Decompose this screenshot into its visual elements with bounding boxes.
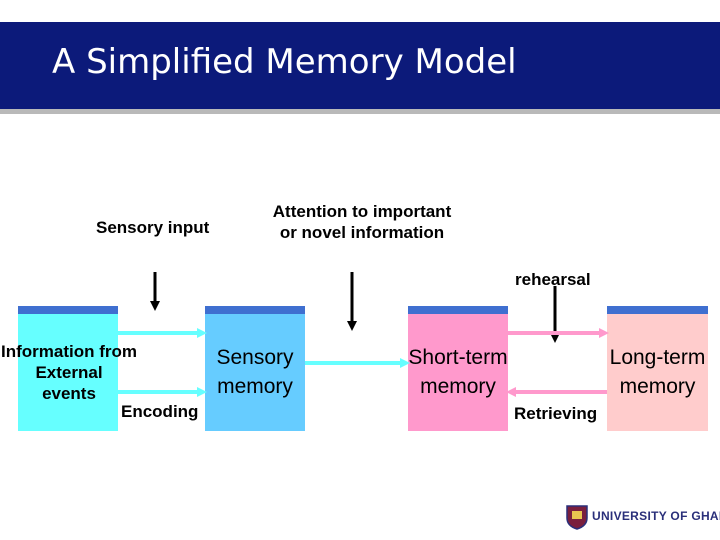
encoding-label: Encoding — [121, 402, 199, 421]
sensory-memory-box — [205, 306, 305, 431]
university-logo: UNIVERSITY OF GHANA — [562, 503, 720, 531]
rehearsal-label: rehearsal — [515, 270, 591, 289]
attention-label: Attention to important or novel informat… — [262, 201, 462, 243]
sensory-line1: Sensory — [216, 346, 294, 369]
external-line3: events — [42, 384, 96, 403]
external-events-box — [18, 306, 118, 431]
university-crest-icon — [566, 505, 588, 530]
external-box-topbar — [18, 306, 118, 314]
title-banner: A Simplified Memory Model — [0, 22, 720, 114]
page-title: A Simplified Memory Model — [52, 42, 517, 82]
external-events-text: Information from External events — [0, 341, 144, 404]
university-name: UNIVERSITY OF GHANA — [592, 509, 720, 523]
attention-label-line2: or novel information — [279, 223, 445, 242]
sensory-input-label: Sensory input — [96, 218, 210, 237]
short-term-memory-box — [408, 306, 508, 431]
retrieving-label: Retrieving — [514, 404, 598, 423]
sensory-box-topbar — [205, 306, 305, 314]
sensory-memory-text: Sensory memory — [205, 343, 305, 401]
long-term-box-topbar — [607, 306, 708, 314]
long-term-line1: Long-term — [609, 346, 706, 369]
short-term-line1: Short-term — [408, 346, 508, 369]
external-line2: External — [35, 363, 103, 382]
attention-label-line1: Attention to important — [272, 202, 452, 221]
short-term-line2: memory — [420, 375, 496, 398]
long-term-memory-box — [607, 306, 708, 431]
short-term-memory-text: Short-term memory — [393, 343, 523, 401]
sensory-line2: memory — [217, 375, 293, 398]
short-term-box-topbar — [408, 306, 508, 314]
long-term-memory-text: Long-term memory — [595, 343, 720, 401]
external-line1: Information from — [1, 342, 137, 361]
long-term-line2: memory — [619, 375, 696, 398]
